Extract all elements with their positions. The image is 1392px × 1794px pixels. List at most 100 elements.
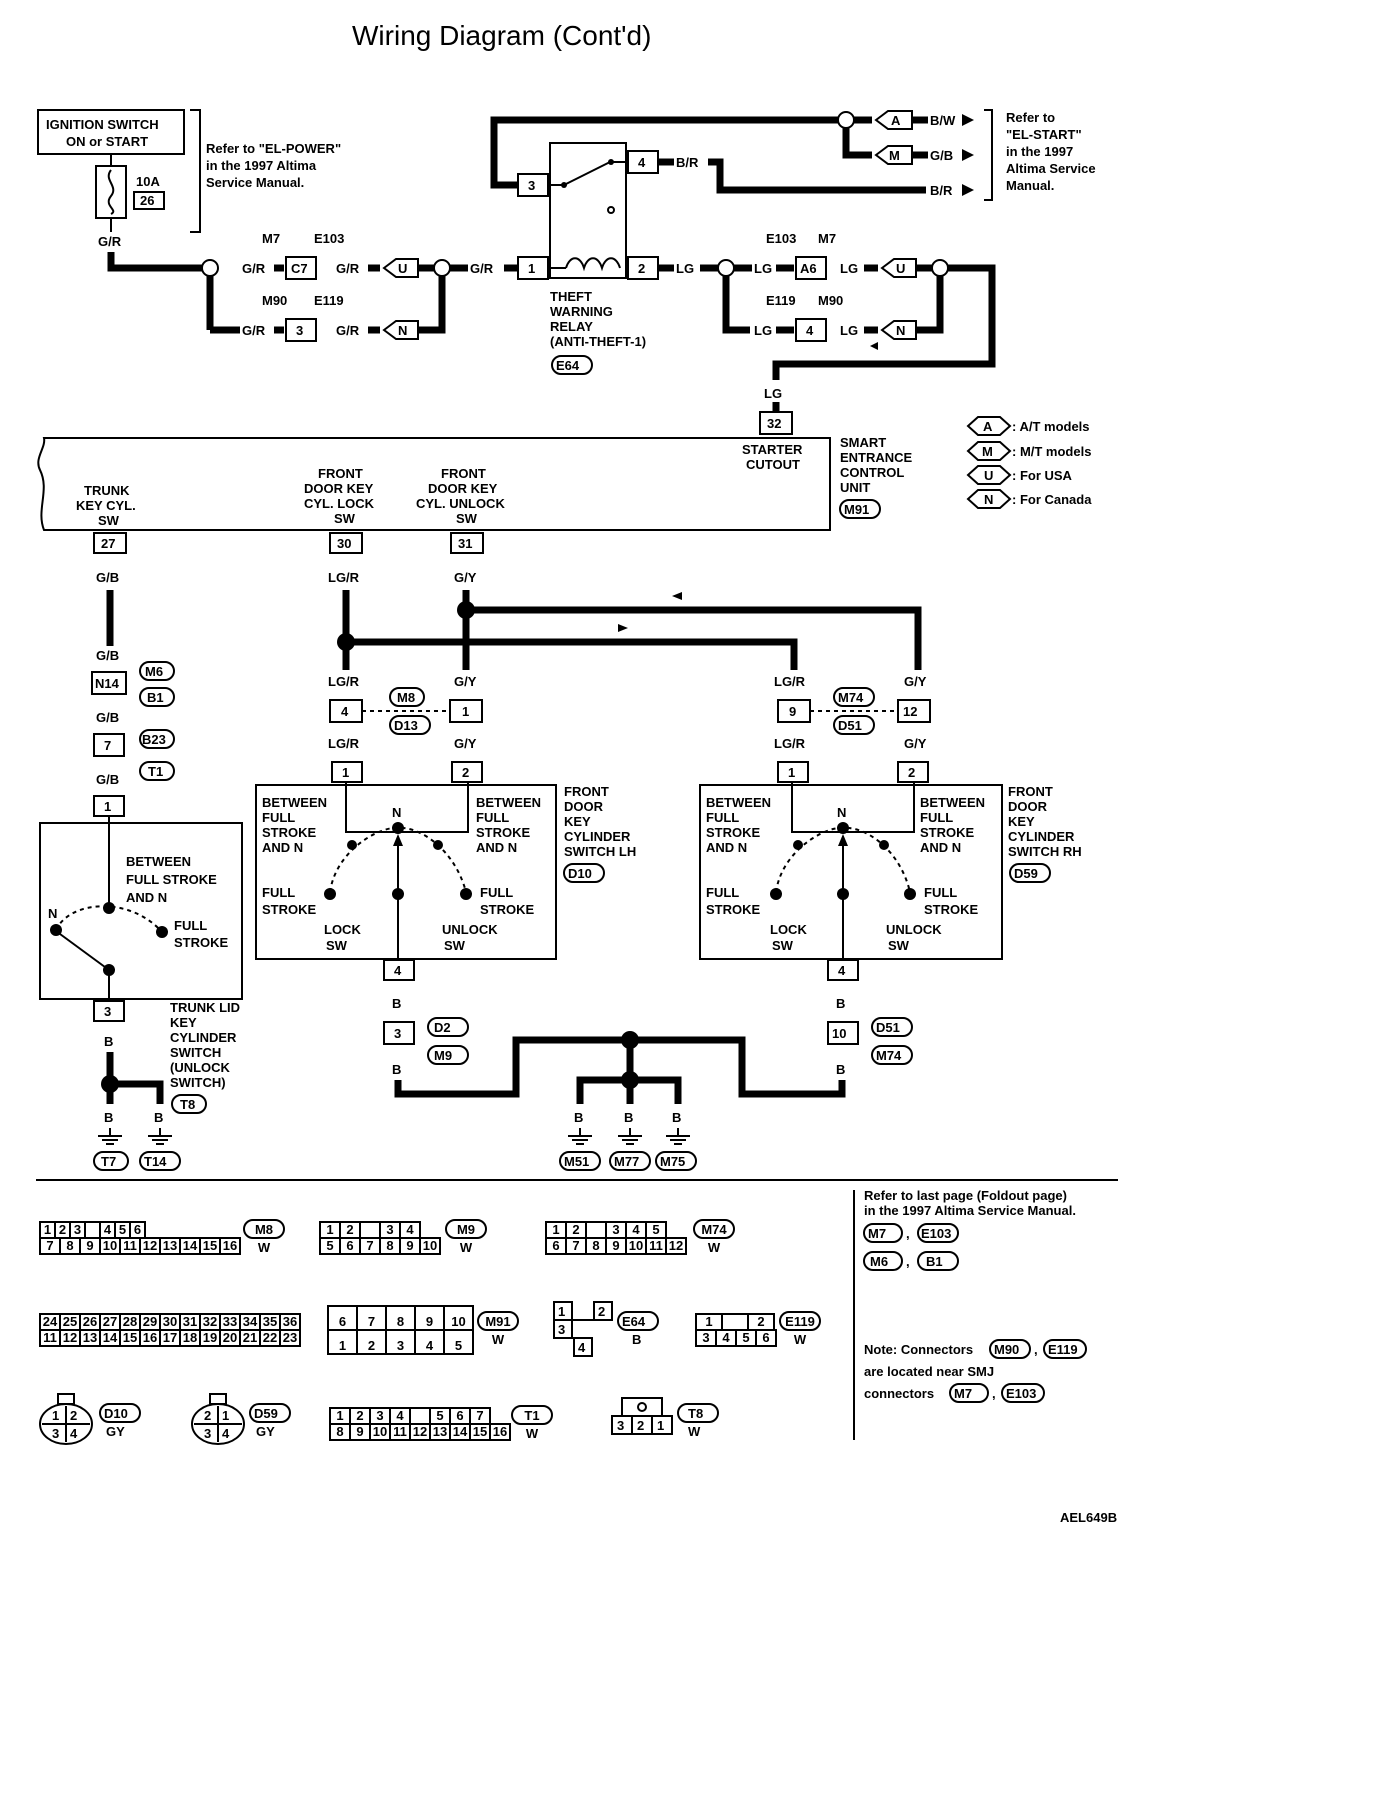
- svg-text:BETWEEN: BETWEEN: [706, 795, 771, 810]
- svg-text:UNLOCK: UNLOCK: [442, 922, 498, 937]
- cavity-number: 4: [632, 1222, 640, 1237]
- svg-text:STROKE: STROKE: [706, 825, 761, 840]
- svg-text:B: B: [392, 1062, 401, 1077]
- cavity-number: 1: [326, 1222, 333, 1237]
- svg-text:A6: A6: [800, 261, 817, 276]
- svg-text:CYL. LOCK: CYL. LOCK: [304, 496, 375, 511]
- svg-text:G/R: G/R: [336, 323, 360, 338]
- connector-view-d59: 2 1 3 4 D59 GY: [191, 1393, 291, 1445]
- relay-coil-icon: [565, 257, 621, 272]
- svg-text:FULL: FULL: [706, 810, 739, 825]
- cavity-number: 4: [722, 1330, 730, 1345]
- trunk-branch: G/B G/B N14 M6 B1 G/B 7 B23 T1 G/B 1: [91, 570, 175, 817]
- theft-warning-relay: 1 2 3 4 THEFT WARNING RELAY (ANTI-THEFT-…: [517, 142, 659, 375]
- connector-cavity: [585, 1221, 607, 1239]
- svg-text:WARNING: WARNING: [550, 304, 613, 319]
- cavity-number: 10: [451, 1314, 465, 1329]
- svg-text:STROKE: STROKE: [480, 902, 535, 917]
- cavity-number: 10: [423, 1238, 437, 1253]
- svg-text:AND N: AND N: [262, 840, 303, 855]
- front-door-key-cylinder-switch-lh: BETWEEN FULL STROKE AND N BETWEEN FULL S…: [255, 782, 636, 981]
- connector-cavity: [356, 1329, 387, 1355]
- cavity-number: 8: [66, 1238, 73, 1253]
- svg-text:10: 10: [832, 1026, 846, 1041]
- svg-text:G/R: G/R: [98, 234, 122, 249]
- cavity-number: 15: [123, 1330, 137, 1345]
- svg-text:Note: Connectors: Note: Connectors: [864, 1342, 973, 1357]
- svg-text:7: 7: [104, 738, 111, 753]
- svg-text:DOOR: DOOR: [564, 799, 604, 814]
- ground-icon: [148, 1128, 172, 1145]
- cavity-number: 12: [63, 1330, 77, 1345]
- cavity-number: 33: [223, 1314, 237, 1329]
- svg-text:KEY: KEY: [1008, 814, 1035, 829]
- cavity-number: 4: [104, 1222, 112, 1237]
- svg-text:CUTOUT: CUTOUT: [746, 457, 800, 472]
- svg-text:9: 9: [789, 704, 796, 719]
- cavity-number: 11: [393, 1424, 407, 1439]
- svg-text:B: B: [154, 1110, 163, 1125]
- connector-cavity: [279, 1329, 301, 1347]
- svg-text:STROKE: STROKE: [706, 902, 761, 917]
- cavity-number: 7: [572, 1238, 579, 1253]
- svg-text:STROKE: STROKE: [924, 902, 979, 917]
- cavity-number: 1: [339, 1338, 346, 1353]
- cavity-number: 32: [203, 1314, 217, 1329]
- cavity-number: 26: [83, 1314, 97, 1329]
- cavity-number: 9: [86, 1238, 93, 1253]
- cavity-number: 8: [386, 1238, 393, 1253]
- svg-text:(ANTI-THEFT-1): (ANTI-THEFT-1): [550, 334, 646, 349]
- svg-text:N: N: [896, 323, 905, 338]
- cavity-number: 6: [456, 1408, 463, 1423]
- harness-connector-4: E119 M90 4: [766, 293, 843, 342]
- cavity-number: 16: [493, 1424, 507, 1439]
- svg-text:M51: M51: [564, 1154, 589, 1169]
- svg-text:STROKE: STROKE: [476, 825, 531, 840]
- svg-text:: A/T models: : A/T models: [1012, 419, 1090, 434]
- svg-text:1: 1: [528, 261, 535, 276]
- svg-text:1: 1: [657, 1418, 664, 1433]
- svg-text:LG: LG: [676, 261, 694, 276]
- svg-text:BETWEEN: BETWEEN: [920, 795, 985, 810]
- svg-text:B: B: [104, 1110, 113, 1125]
- svg-text:26: 26: [140, 193, 154, 208]
- cavity-number: 7: [368, 1314, 375, 1329]
- svg-text:4: 4: [70, 1426, 78, 1441]
- cavity-number: 6: [762, 1330, 769, 1345]
- cavity-number: 15: [203, 1238, 217, 1253]
- svg-text:B1: B1: [147, 690, 164, 705]
- refer-start-note: Refer to "EL-START" in the 1997 Altima S…: [1006, 110, 1096, 193]
- svg-text:A: A: [983, 419, 993, 434]
- svg-text:D2: D2: [434, 1020, 451, 1035]
- cavity-number: 5: [742, 1330, 749, 1345]
- connector-cavity: [419, 1237, 441, 1255]
- svg-text:27: 27: [101, 536, 115, 551]
- svg-text:G/Y: G/Y: [454, 570, 477, 585]
- figure-code: AEL649B: [1060, 1510, 1117, 1525]
- connector-id: M74: [701, 1222, 727, 1237]
- current-arrow-icon: [618, 624, 628, 632]
- svg-text:STROKE: STROKE: [920, 825, 975, 840]
- svg-text:SW: SW: [334, 511, 356, 526]
- cavity-number: 20: [223, 1330, 237, 1345]
- svg-text:DOOR KEY: DOOR KEY: [428, 481, 498, 496]
- svg-text:SWITCH RH: SWITCH RH: [1008, 844, 1082, 859]
- svg-text:G/Y: G/Y: [454, 674, 477, 689]
- svg-text:Manual.: Manual.: [1006, 178, 1054, 193]
- cavity-number: 7: [476, 1408, 483, 1423]
- svg-text:2: 2: [70, 1408, 77, 1423]
- svg-text:N: N: [392, 805, 401, 820]
- cavity-number: 13: [433, 1424, 447, 1439]
- cavity-number: 25: [63, 1314, 77, 1329]
- svg-text:BETWEEN: BETWEEN: [476, 795, 541, 810]
- svg-text:THEFT: THEFT: [550, 289, 592, 304]
- cavity-number: 1: [336, 1408, 343, 1423]
- cavity-number: 27: [103, 1314, 117, 1329]
- connector-view-e64: 1 2 3 4 E64 B: [553, 1301, 659, 1357]
- svg-text:: For Canada: : For Canada: [1012, 492, 1092, 507]
- svg-text:4: 4: [638, 155, 646, 170]
- svg-text:SW: SW: [444, 938, 466, 953]
